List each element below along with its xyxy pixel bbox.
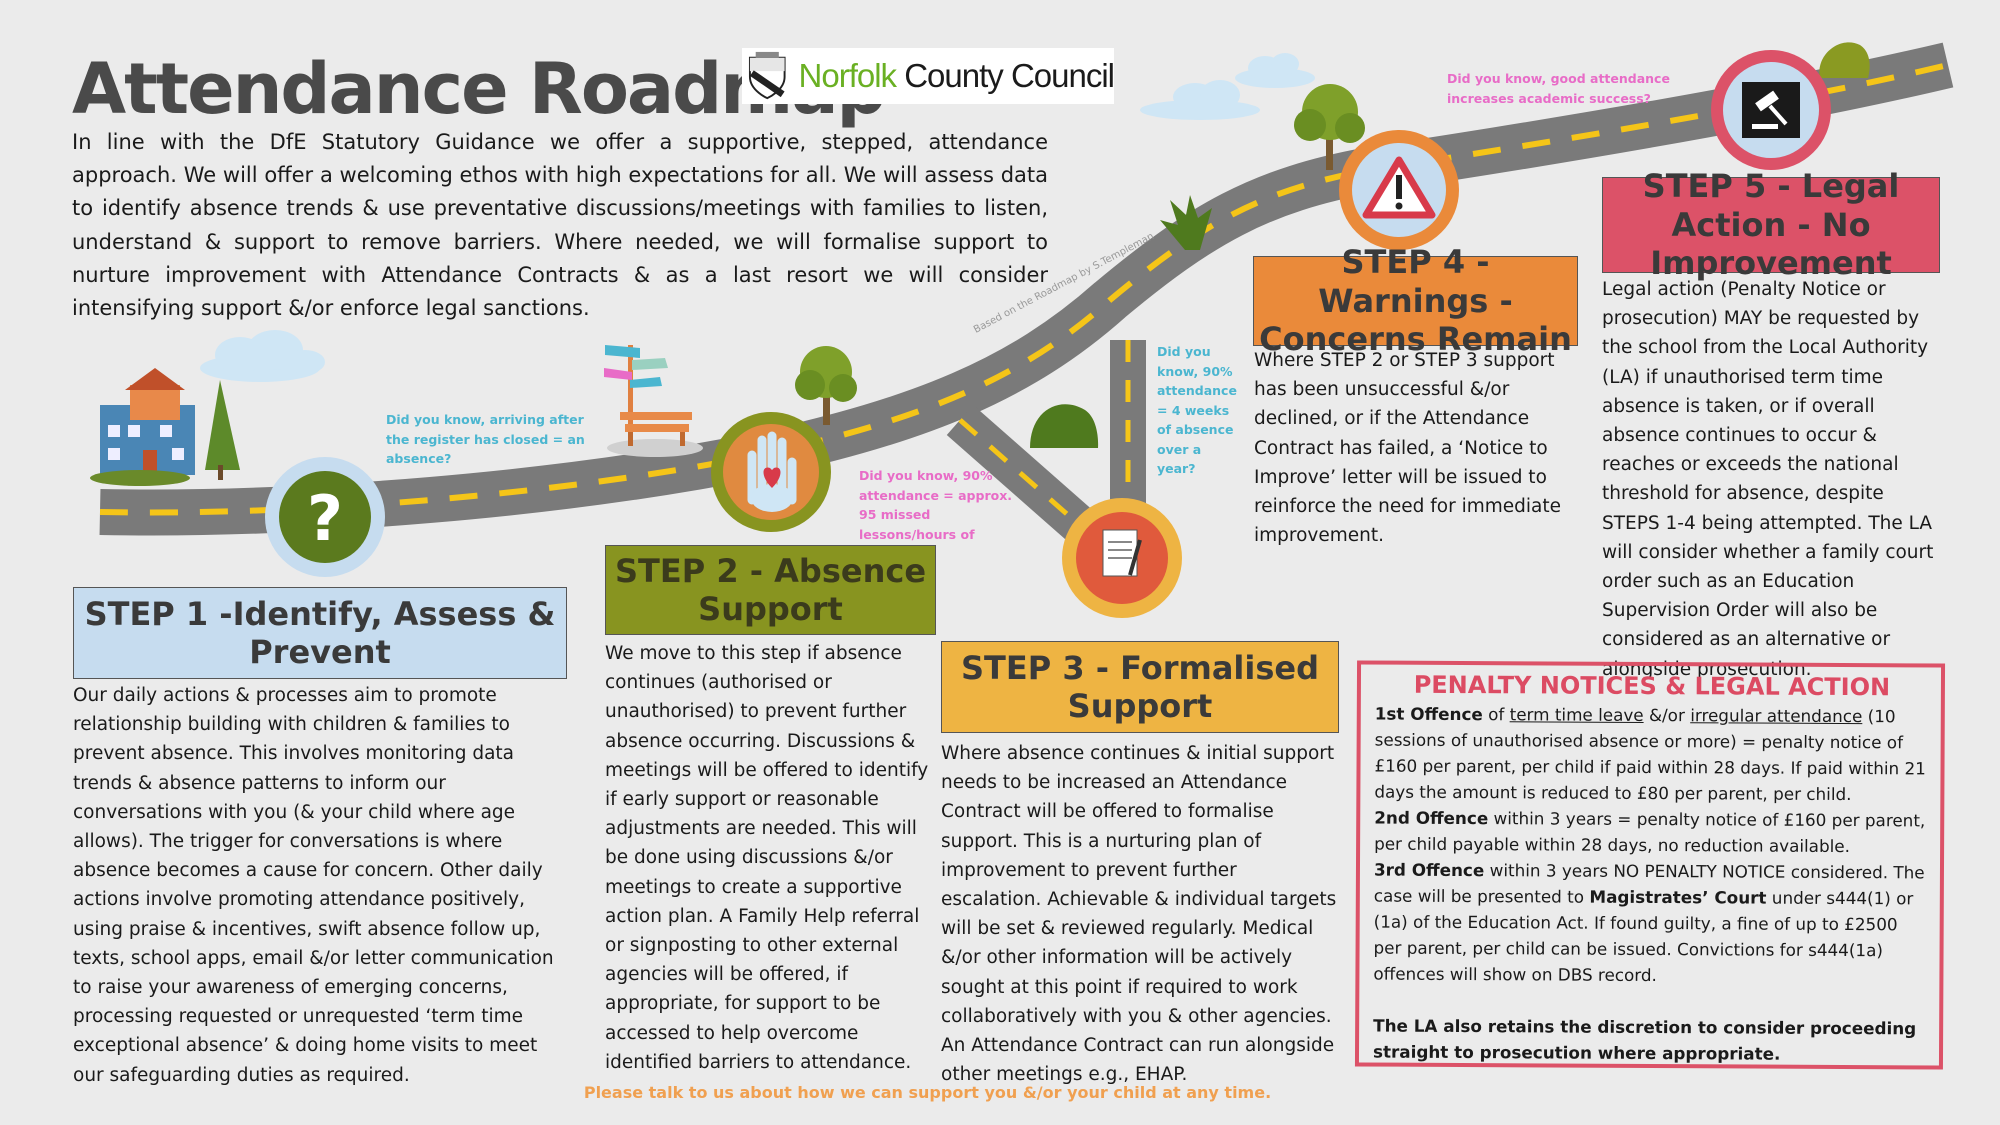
footer-message: Please talk to us about how we can suppo… [583, 1083, 1272, 1102]
step5-heading: STEP 5 - Legal Action - No Improvement [1602, 167, 1940, 282]
warning-icon [1339, 130, 1459, 250]
cloud-icon [1140, 53, 1315, 120]
council-name: Norfolk County Council [798, 57, 1115, 94]
penalty-heading: PENALTY NOTICES & LEGAL ACTION [1413, 670, 1891, 702]
step4-body: Where STEP 2 or STEP 3 support has been … [1254, 350, 1562, 547]
step3-body: Where absence continues & initial suppor… [941, 743, 1337, 1086]
contract-icon [1062, 498, 1182, 618]
intro-text: In line with the DfE Statutory Guidance … [72, 130, 1048, 321]
tree-icon [1294, 84, 1365, 170]
cloud-icon [200, 330, 325, 382]
fact-late-arrival: Did you know, arriving after the registe… [386, 412, 585, 466]
fact-weeks-absence: Did you know, 90% attendance = 4 weeks o… [1157, 344, 1237, 476]
penalty-notices-box: PENALTY NOTICES & LEGAL ACTION 1st Offen… [1354, 660, 1946, 1070]
step1-heading: STEP 1 -Identify, Assess & Prevent [73, 587, 567, 679]
step1-body: Our daily actions & processes aim to pro… [73, 685, 554, 1086]
svg-text:?: ? [307, 482, 343, 555]
step2-heading: STEP 2 - Absence Support [605, 545, 936, 635]
tree-icon [1030, 42, 1870, 448]
la-discretion-note: The LA also retains the discretion to co… [1372, 1015, 1917, 1064]
heart-hand-icon [711, 412, 831, 532]
first-offence: 1st Offence of term time leave &/or irre… [1374, 703, 1926, 805]
step2-body: We move to this step if absence continue… [605, 643, 929, 1073]
question-mark-icon: ? [265, 457, 385, 577]
council-logo: Norfolk County Council [742, 48, 1115, 104]
signpost-bench-icon [604, 345, 703, 457]
fact-academic-success: Did you know, good attendance increases … [1447, 71, 1670, 106]
step4-heading: STEP 4 - Warnings - Concerns Remain [1253, 243, 1578, 358]
step5-body: Legal action (Penalty Notice or prosecut… [1602, 279, 1934, 680]
tree-icon [795, 346, 857, 425]
school-building-icon [90, 368, 240, 486]
gavel-icon [1711, 50, 1831, 170]
step3-heading: STEP 3 - Formalised Support [941, 641, 1339, 733]
second-offence: 2nd Offence within 3 years = penalty not… [1374, 807, 1926, 857]
third-offence: 3rd Offence within 3 years NO PENALTY NO… [1373, 859, 1925, 986]
council-crest-icon [748, 51, 786, 100]
